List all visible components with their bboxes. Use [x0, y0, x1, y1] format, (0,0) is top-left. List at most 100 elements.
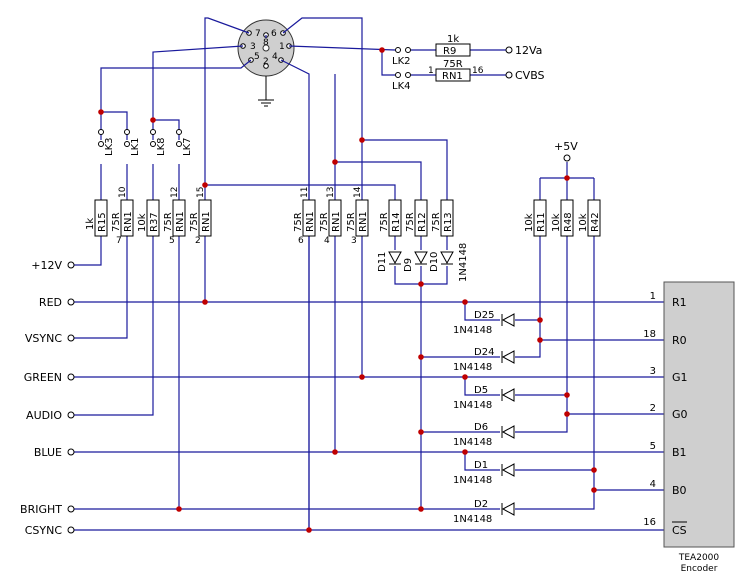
svg-text:75R: 75R — [431, 212, 442, 232]
chip-pin-num: 16 — [643, 517, 656, 528]
svg-text:75R: 75R — [443, 59, 463, 70]
tea2000-chip: TEA2000 Encoder 1 R1 18 R0 3 G1 2 G0 5 B… — [643, 281, 735, 574]
chip-pin-num: 18 — [643, 329, 656, 340]
din-pin-label: 8 — [263, 38, 269, 48]
din-pin-label: 5 — [254, 52, 260, 62]
svg-text:12Va: 12Va — [515, 44, 542, 57]
svg-text:R37: R37 — [149, 212, 160, 232]
svg-text:75R: 75R — [405, 212, 416, 232]
upper-diodes-type: 1N4148 — [458, 243, 469, 282]
svg-text:D25: D25 — [474, 310, 494, 321]
wiring — [74, 17, 664, 531]
resistor-r14: 75R R14 — [379, 199, 402, 237]
svg-text:+12V: +12V — [31, 259, 62, 272]
svg-text:D6: D6 — [474, 422, 488, 433]
svg-text:R11: R11 — [536, 212, 547, 232]
diode-d6: D6 1N4148 — [453, 422, 515, 448]
chip-pin-label: R0 — [672, 334, 687, 347]
diode-d25: D25 1N4148 — [453, 310, 515, 336]
chip-pin-num: 4 — [650, 479, 656, 490]
chip-pin-num: 2 — [650, 403, 656, 414]
din-pin-label: 1 — [279, 42, 285, 52]
svg-text:D2: D2 — [474, 499, 488, 510]
input-terminals: +12V RED VSYNC GREEN AUDIO BLUE BRIGHT — [20, 259, 75, 537]
diode-d24: D24 1N4148 — [453, 347, 515, 373]
svg-text:LK4: LK4 — [392, 81, 411, 92]
svg-text:75R: 75R — [379, 212, 390, 232]
row-diodes: D25 1N4148 D24 1N4148 D5 1N4148 D6 1N414… — [453, 310, 515, 525]
resistor-rn1-14: 75R RN1 14 3 — [346, 186, 369, 246]
svg-text:10k: 10k — [578, 213, 589, 232]
input-blue: BLUE — [34, 446, 75, 459]
resistor-r48: 10k R48 — [551, 199, 574, 237]
svg-text:75R: 75R — [346, 212, 357, 232]
svg-text:14: 14 — [353, 186, 363, 198]
svg-text:7: 7 — [116, 236, 122, 246]
svg-text:10k: 10k — [551, 213, 562, 232]
link-lk3: LK3 — [98, 129, 115, 157]
svg-text:1N4148: 1N4148 — [453, 400, 492, 411]
resistor-rn1-15: 75R RN1 15 2 — [189, 187, 212, 246]
svg-text:RN1: RN1 — [305, 211, 316, 232]
svg-text:13: 13 — [326, 187, 336, 198]
link-lk7: LK7 — [176, 129, 193, 156]
resistor-r13: 75R R13 — [431, 199, 454, 237]
svg-text:1N4148: 1N4148 — [453, 475, 492, 486]
svg-text:GREEN: GREEN — [24, 371, 62, 384]
svg-text:R13: R13 — [443, 212, 454, 232]
resistor-r11: 10k R11 — [524, 199, 547, 237]
svg-text:15: 15 — [196, 187, 206, 198]
svg-text:10k: 10k — [137, 213, 148, 232]
chip-pin-label: CS — [672, 524, 687, 537]
svg-text:1N4148: 1N4148 — [453, 437, 492, 448]
resistor-r12: 75R R12 — [405, 199, 428, 237]
svg-text:R15: R15 — [97, 212, 108, 232]
svg-text:75R: 75R — [319, 212, 330, 232]
resistor-rn1-11: 75R RN1 11 6 — [293, 187, 316, 246]
svg-text:2: 2 — [195, 236, 201, 246]
din-connector: 7 6 3 8 1 5 2 4 — [237, 19, 295, 77]
chip-pin-label: R1 — [672, 296, 687, 309]
input-bright: BRIGHT — [20, 503, 75, 516]
svg-text:LK1: LK1 — [130, 138, 141, 157]
svg-text:R9: R9 — [443, 46, 456, 57]
resistor-r15: 1k R15 — [85, 199, 108, 237]
svg-text:R14: R14 — [391, 212, 402, 232]
svg-text:BLUE: BLUE — [34, 446, 62, 459]
resistor-rn1-13: 75R RN1 13 4 — [319, 187, 342, 246]
svg-text:BRIGHT: BRIGHT — [20, 503, 62, 516]
svg-text:75R: 75R — [111, 212, 122, 232]
svg-text:3: 3 — [351, 236, 357, 246]
svg-text:R42: R42 — [590, 212, 601, 232]
chip-pin-num: 5 — [650, 441, 656, 452]
svg-text:5: 5 — [169, 236, 175, 246]
svg-text:6: 6 — [298, 236, 304, 246]
svg-text:RED: RED — [39, 296, 62, 309]
link-lk2: LK2 — [392, 47, 411, 67]
svg-text:75R: 75R — [189, 212, 200, 232]
svg-text:LK8: LK8 — [156, 138, 167, 157]
svg-text:16: 16 — [472, 66, 484, 76]
svg-text:10k: 10k — [524, 213, 535, 232]
svg-text:1N4148: 1N4148 — [453, 362, 492, 373]
output-12va: 12Va — [505, 44, 542, 57]
din-pin-label: 6 — [271, 29, 277, 39]
link-lk4: LK4 — [392, 72, 411, 92]
input-csync: CSYNC — [25, 524, 75, 537]
input-12v: +12V — [31, 259, 75, 272]
svg-text:D1: D1 — [474, 460, 488, 471]
svg-text:LK3: LK3 — [104, 138, 115, 157]
svg-text:RN1: RN1 — [201, 211, 212, 232]
upper-diodes: D11 D9 D10 1N4148 — [377, 243, 469, 282]
diode-d1: D1 1N4148 — [453, 460, 515, 486]
svg-text:RN1: RN1 — [123, 211, 134, 232]
svg-text:11: 11 — [300, 187, 310, 198]
svg-text:VSYNC: VSYNC — [25, 332, 62, 345]
supply-5v: +5V — [554, 140, 578, 162]
chip-pin-label: G0 — [672, 408, 688, 421]
svg-text:75R: 75R — [163, 212, 174, 232]
svg-text:1N4148: 1N4148 — [453, 325, 492, 336]
vertical-resistors: 1k R15 75R RN1 10 7 10k R37 75R RN1 12 5… — [85, 186, 601, 246]
input-red: RED — [39, 296, 75, 309]
